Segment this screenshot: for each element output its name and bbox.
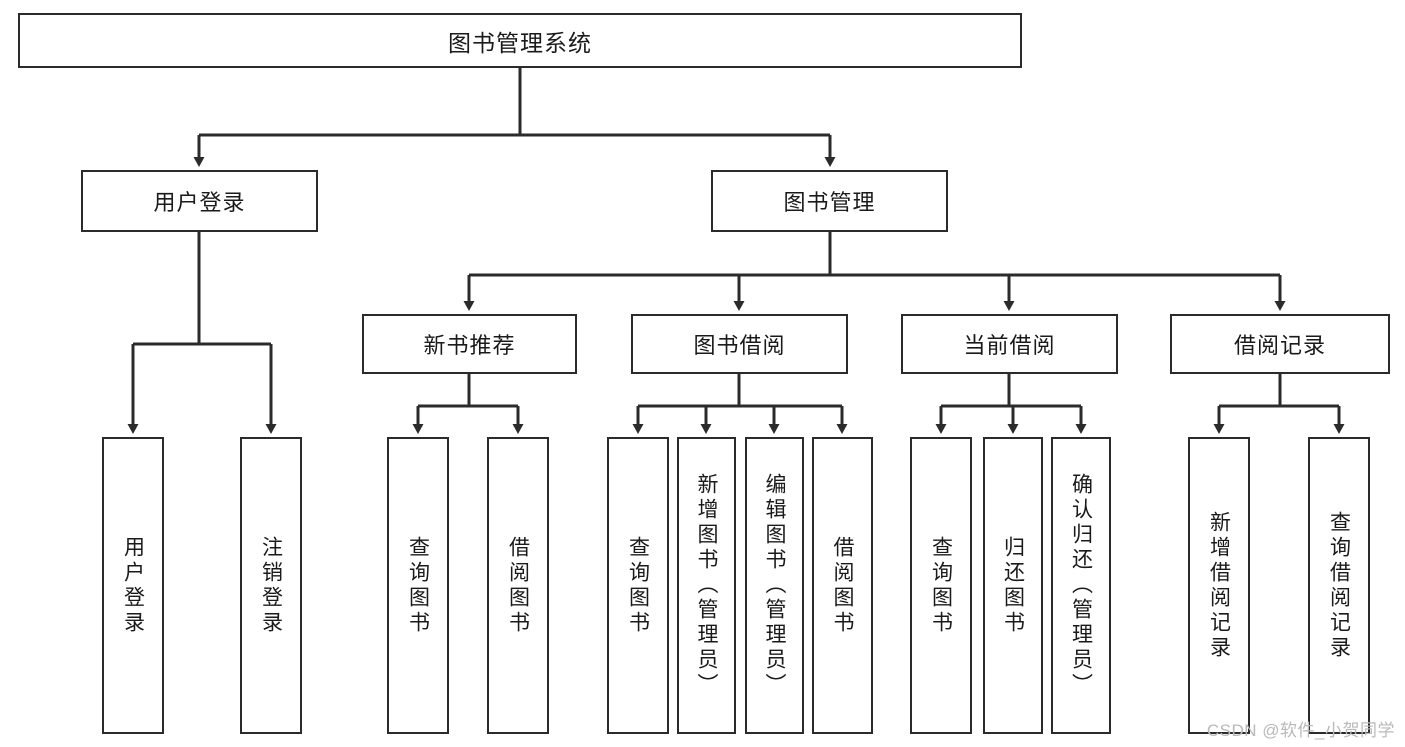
node-user-login[interactable]: 用户登录 [81,170,318,232]
node-root[interactable]: 图书管理系统 [18,13,1022,68]
leaf-borrow-book-label: 借阅图书 [831,535,854,636]
leaf-borrow-book[interactable]: 借阅图书 [812,437,873,734]
leaf-query-borrow-record-label: 查询借阅记录 [1327,510,1351,661]
leaf-query-book-recommendation[interactable]: 查询图书 [387,437,449,734]
leaf-add-borrow-record[interactable]: 新增借阅记录 [1188,437,1250,734]
node-root-label: 图书管理系统 [448,29,592,56]
leaf-confirm-return-admin-label: 确认归还（管理员） [1069,473,1093,698]
leaf-query-book-recommendation-label: 查询图书 [406,535,430,636]
watermark: CSDN @软件_小贺同学 [1206,721,1395,740]
node-book-management[interactable]: 图书管理 [711,170,948,232]
leaf-return-book-label: 归还图书 [1001,535,1025,636]
node-user-login-label: 用户登录 [153,190,246,215]
leaf-borrow-book-recommendation-label: 借阅图书 [506,535,530,636]
node-current-borrow-label: 当前借阅 [963,333,1056,358]
leaf-query-book-current[interactable]: 查询图书 [910,437,972,734]
node-borrow-record-label: 借阅记录 [1233,333,1326,358]
leaf-add-book-admin-label: 新增图书（管理员） [695,473,718,698]
leaf-query-book-borrow[interactable]: 查询图书 [607,437,669,734]
leaf-logout[interactable]: 注销登录 [240,437,302,734]
node-current-borrow[interactable]: 当前借阅 [901,314,1118,374]
leaf-borrow-book-recommendation[interactable]: 借阅图书 [487,437,549,734]
node-new-book-recommendation[interactable]: 新书推荐 [362,314,577,374]
leaf-user-login-label: 用户登录 [121,535,145,636]
leaf-user-login[interactable]: 用户登录 [102,437,164,734]
leaf-logout-label: 注销登录 [259,535,283,636]
leaf-confirm-return-admin[interactable]: 确认归还（管理员） [1051,437,1111,734]
leaf-add-borrow-record-label: 新增借阅记录 [1207,510,1231,661]
node-book-management-label: 图书管理 [783,190,876,215]
leaf-add-book-admin[interactable]: 新增图书（管理员） [677,437,736,734]
leaf-query-book-current-label: 查询图书 [929,535,953,636]
leaf-query-book-borrow-label: 查询图书 [626,535,650,636]
node-new-book-recommendation-label: 新书推荐 [423,333,516,358]
leaf-edit-book-admin-label: 编辑图书（管理员） [763,473,786,698]
node-borrow-record[interactable]: 借阅记录 [1170,314,1390,374]
leaf-return-book[interactable]: 归还图书 [983,437,1043,734]
leaf-edit-book-admin[interactable]: 编辑图书（管理员） [745,437,804,734]
node-book-borrow-label: 图书借阅 [693,333,786,358]
leaf-query-borrow-record[interactable]: 查询借阅记录 [1308,437,1370,734]
node-book-borrow[interactable]: 图书借阅 [631,314,848,374]
